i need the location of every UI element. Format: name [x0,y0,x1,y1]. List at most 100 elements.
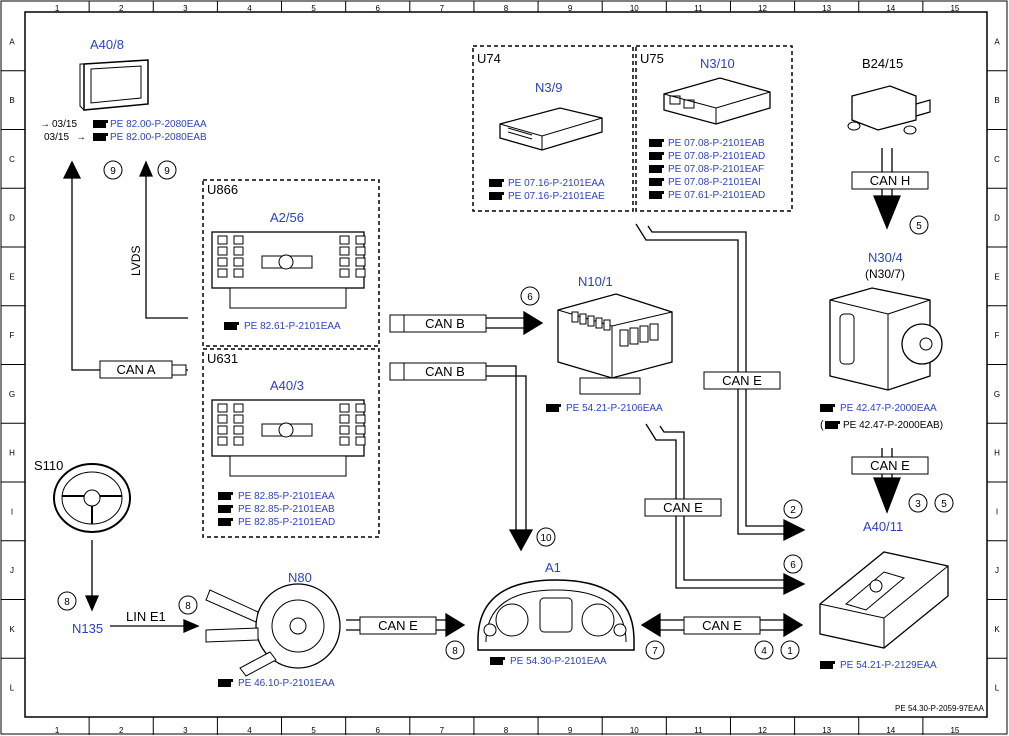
svg-text:PE 07.08-P-2101EAB: PE 07.08-P-2101EAB [668,138,765,149]
bus-label-can-b2: CAN B [389,362,487,381]
fuse-cell [619,329,629,347]
bus-label-can-e-n10: CAN E [644,498,722,517]
svg-text:PE 54.21-P-2129EAA: PE 54.21-P-2129EAA [840,660,937,671]
a2-56-code: A2/56 [270,210,304,225]
radio-button [233,257,244,267]
bus-label-can-e-n3: CAN E [703,371,781,390]
svg-text:PE 82.00-P-2080EAA: PE 82.00-P-2080EAA [110,119,207,130]
row-label: H [994,449,1000,458]
radio-button [217,436,228,446]
note-n10: 10 [536,527,556,547]
row-label: A [9,37,15,46]
lin-e1-arrowhead [183,619,200,633]
column-label: 6 [376,4,381,13]
ecu-n3-10-icon [663,77,771,125]
a40-8-ref-1: 03/15 → PE 82.00-P-2080EAA [40,119,207,130]
column-label: 9 [568,726,573,735]
s110-code: S110 [34,458,63,473]
svg-text:PE 07.08-P-2101EAD: PE 07.08-P-2101EAD [668,151,765,162]
n30-4-alt: (N30/7) [865,267,905,281]
column-label: 11 [694,4,703,13]
svg-text:PE 82.61-P-2101EAA: PE 82.61-P-2101EAA [244,321,341,332]
can-a-arrowhead [62,160,82,179]
radio-button [217,414,228,424]
radio-button [217,403,228,413]
bus-label-can-b1: CAN B [389,314,487,333]
n80-code: N80 [288,570,312,585]
column-label: 7 [440,726,445,735]
column-label: 10 [630,4,639,13]
svg-text:8: 8 [185,601,191,612]
esp-n30-4-icon [829,287,943,391]
lvds-line [145,176,188,319]
steering-column-n80-icon [205,583,341,677]
radio-button [233,425,244,435]
svg-text:1: 1 [787,646,793,657]
column-label: 3 [183,726,188,735]
radio-button [233,414,244,424]
radio-button [217,246,228,256]
lvds-arrowhead [139,160,153,177]
row-label: E [994,272,999,281]
group-box-u631 [202,348,380,538]
can-b1-arrowhead [523,310,544,336]
n10-1-code: N10/1 [578,274,613,289]
svg-text:CAN E: CAN E [663,500,703,515]
note-n1: 1 [780,640,800,660]
svg-text:PE 07.16-P-2101EAE: PE 07.16-P-2101EAE [508,191,605,202]
svg-text:→: → [76,132,86,143]
column-label: 12 [758,726,767,735]
radio-button [217,257,228,267]
instrument-cluster-a1-icon [477,579,635,651]
n3-10-code: N3/10 [700,56,735,71]
row-label: C [9,155,15,164]
n3-9-refs: PE 07.16-P-2101EAA PE 07.16-P-2101EAE [489,178,605,202]
radio-button [355,257,366,267]
can-b2-line [390,365,527,530]
svg-text:03/15: 03/15 [44,132,69,143]
row-label: I [996,507,998,516]
note-n6b: 6 [783,554,803,574]
a40-8-ref-2: 03/15 → PE 82.00-P-2080EAB [44,132,207,143]
note-n8b: 8 [178,595,198,615]
svg-text:PE 54.21-P-2106EAA: PE 54.21-P-2106EAA [566,403,663,414]
a40-8-code: A40/8 [90,37,124,52]
radio-button [355,436,366,446]
steering-wheel-s110-icon [53,463,131,533]
radio-button [339,414,350,424]
column-label: 15 [950,4,959,13]
note-n9b: 9 [157,160,177,180]
radio-button [233,436,244,446]
bus-label-can-e-n80: CAN E [359,616,437,635]
svg-text:PE 07.61-P-2101EAD: PE 07.61-P-2101EAD [668,190,765,201]
column-label: 8 [504,726,509,735]
note-n6a: 6 [520,286,540,306]
svg-text:CAN H: CAN H [870,173,910,188]
column-label: 7 [440,4,445,13]
column-label: 11 [694,726,703,735]
can-e-n10-arrowhead [783,572,806,596]
row-label: A [994,37,1000,46]
a40-3-refs: PE 82.85-P-2101EAA PE 82.85-P-2101EAB PE… [218,491,335,528]
s110-n135-arrowhead [85,595,99,612]
column-label: 4 [247,726,252,735]
svg-text:CAN E: CAN E [702,618,742,633]
fuse-cell [639,325,649,343]
svg-text:PE 42.47-P-2000EAB): PE 42.47-P-2000EAB) [843,420,943,431]
can-e-n10-line [645,423,784,589]
column-label: 10 [630,726,639,735]
a40-11-refs: PE 54.21-P-2129EAA [820,660,937,671]
radio-button [355,235,366,245]
svg-text:2: 2 [790,505,796,516]
row-label: I [11,507,13,516]
fuse-cell [603,319,611,331]
ecu-n3-9-icon [499,107,603,151]
radio-button [217,425,228,435]
radio-a2-56-icon [211,231,366,309]
radio-button [339,235,350,245]
svg-text:(: ( [820,419,824,431]
can-h-arrowhead [873,195,901,230]
